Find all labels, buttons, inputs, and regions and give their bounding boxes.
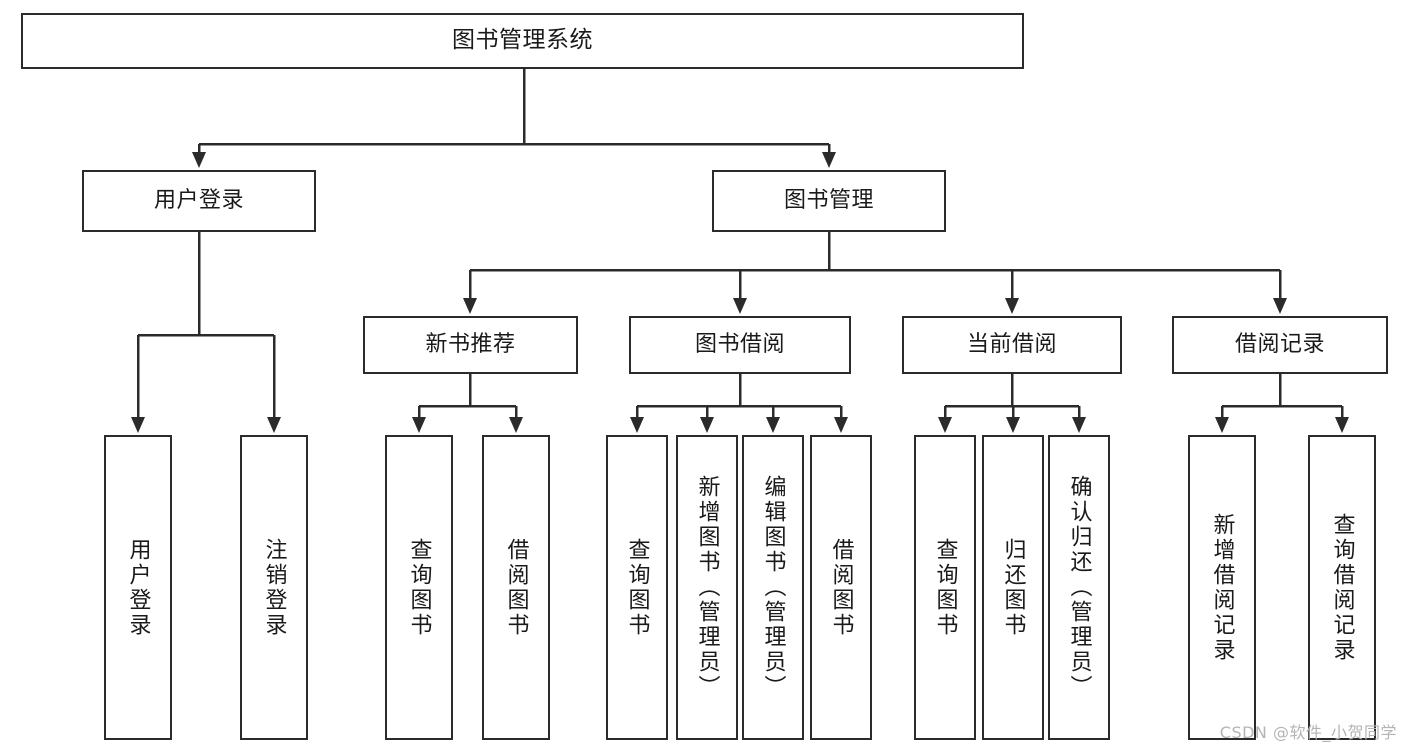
arrow-head-icon bbox=[630, 417, 644, 433]
node-label: 查询借阅记录 bbox=[1329, 512, 1355, 663]
arrow-head-icon bbox=[1335, 417, 1349, 433]
arrow-head-icon bbox=[1005, 298, 1019, 314]
arrow-head-icon bbox=[733, 298, 747, 314]
node-label: 图书借阅 bbox=[694, 331, 785, 357]
node-label: 借阅图书 bbox=[503, 537, 529, 638]
node-查询借阅记录-leaf[interactable]: 查询借阅记录 bbox=[1308, 435, 1376, 740]
node-label: 新增借阅记录 bbox=[1209, 512, 1235, 663]
csdn-watermark: CSDN @软件_小贺同学 bbox=[1219, 723, 1397, 742]
arrow-head-icon bbox=[463, 298, 477, 314]
node-图书管理系统[interactable]: 图书管理系统 bbox=[21, 13, 1024, 69]
arrow-head-icon bbox=[267, 417, 281, 433]
node-图书管理[interactable]: 图书管理 bbox=[712, 170, 946, 232]
arrow-head-icon bbox=[509, 417, 523, 433]
arrow-head-icon bbox=[766, 417, 780, 433]
node-编辑图书管理员-leaf[interactable]: 编辑图书（管理员） bbox=[742, 435, 804, 740]
arrow-head-icon bbox=[834, 417, 848, 433]
node-label: 归还图书 bbox=[1000, 537, 1026, 638]
node-查询图书-leaf[interactable]: 查询图书 bbox=[914, 435, 976, 740]
node-label: 确认归还（管理员） bbox=[1066, 475, 1092, 700]
arrow-head-icon bbox=[822, 152, 836, 168]
node-借阅记录[interactable]: 借阅记录 bbox=[1172, 316, 1388, 374]
arrow-head-icon bbox=[1072, 417, 1086, 433]
node-新增借阅记录-leaf[interactable]: 新增借阅记录 bbox=[1188, 435, 1256, 740]
node-用户登录[interactable]: 用户登录 bbox=[82, 170, 316, 232]
node-label: 查询图书 bbox=[932, 537, 958, 638]
node-新增图书管理员-leaf[interactable]: 新增图书（管理员） bbox=[676, 435, 738, 740]
node-label: 用户登录 bbox=[125, 537, 151, 638]
node-查询图书-leaf[interactable]: 查询图书 bbox=[385, 435, 453, 740]
node-label: 借阅图书 bbox=[828, 537, 854, 638]
node-label: 借阅记录 bbox=[1234, 331, 1325, 357]
node-当前借阅[interactable]: 当前借阅 bbox=[902, 316, 1122, 374]
node-label: 图书管理 bbox=[783, 187, 874, 213]
node-label: 查询图书 bbox=[624, 537, 650, 638]
node-label: 图书管理系统 bbox=[452, 27, 593, 54]
node-归还图书-leaf[interactable]: 归还图书 bbox=[982, 435, 1044, 740]
arrow-head-icon bbox=[938, 417, 952, 433]
node-label: 注销登录 bbox=[261, 537, 287, 638]
node-注销登录-leaf[interactable]: 注销登录 bbox=[240, 435, 308, 740]
arrow-head-icon bbox=[1273, 298, 1287, 314]
arrow-head-icon bbox=[700, 417, 714, 433]
node-借阅图书-leaf[interactable]: 借阅图书 bbox=[810, 435, 872, 740]
node-查询图书-leaf[interactable]: 查询图书 bbox=[606, 435, 668, 740]
node-借阅图书-leaf[interactable]: 借阅图书 bbox=[482, 435, 550, 740]
arrow-head-icon bbox=[412, 417, 426, 433]
node-图书借阅[interactable]: 图书借阅 bbox=[629, 316, 851, 374]
node-label: 当前借阅 bbox=[966, 331, 1057, 357]
arrow-head-icon bbox=[1215, 417, 1229, 433]
node-label: 编辑图书（管理员） bbox=[760, 475, 786, 700]
node-新书推荐[interactable]: 新书推荐 bbox=[363, 316, 578, 374]
arrow-head-icon bbox=[192, 152, 206, 168]
node-label: 用户登录 bbox=[153, 187, 244, 213]
node-label: 查询图书 bbox=[406, 537, 432, 638]
node-确认归还管理员-leaf[interactable]: 确认归还（管理员） bbox=[1048, 435, 1110, 740]
arrow-head-icon bbox=[1006, 417, 1020, 433]
node-用户登录-leaf[interactable]: 用户登录 bbox=[104, 435, 172, 740]
node-label: 新增图书（管理员） bbox=[694, 475, 720, 700]
arrow-head-icon bbox=[131, 417, 145, 433]
node-label: 新书推荐 bbox=[425, 331, 516, 357]
